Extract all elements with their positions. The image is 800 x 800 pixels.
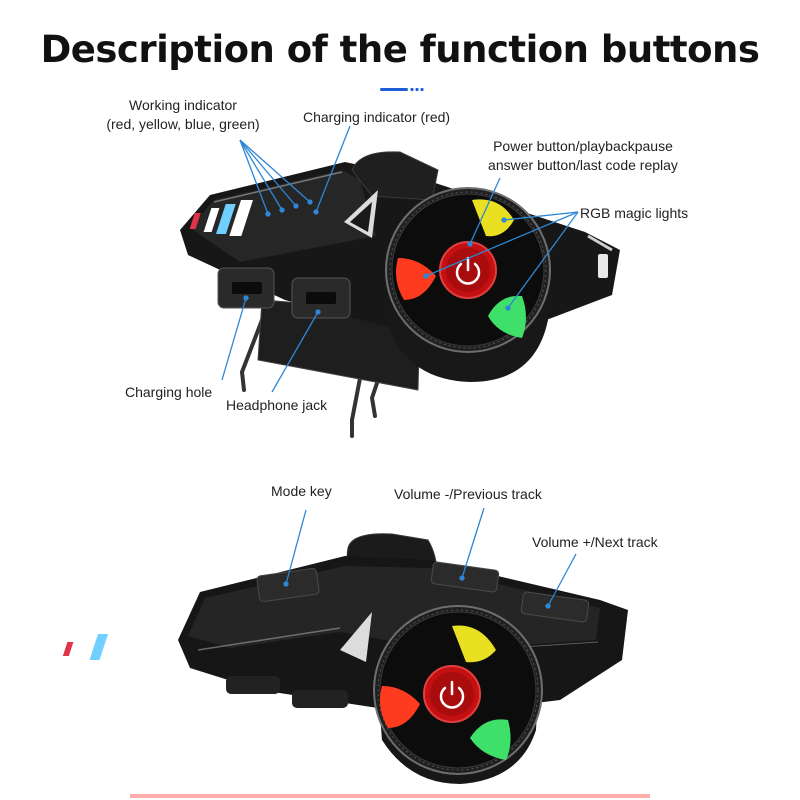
volume-plus-label: Volume +/Next track <box>532 534 658 550</box>
page-title: Description of the function buttons <box>40 28 760 71</box>
yellow-rgb-light <box>472 199 514 237</box>
mode-key-label: Mode key <box>271 483 332 499</box>
working-indicator-label-line1: Working indicator <box>129 97 237 113</box>
headphone-jack-label: Headphone jack <box>226 397 328 413</box>
device-bottom-view <box>62 533 650 798</box>
power-icon <box>439 241 497 299</box>
volume-minus-button <box>430 561 500 593</box>
volume-plus-button <box>520 591 590 623</box>
charging-hole-label: Charging hole <box>125 384 213 400</box>
red-rgb-light <box>396 258 436 300</box>
title-accent-divider <box>380 87 424 92</box>
working-indicator-label: Working indicator (red, yellow, blue, gr… <box>88 96 278 134</box>
power-button-label: Power button/playbackpause answer button… <box>468 137 698 175</box>
power-icon <box>423 665 481 723</box>
power-button-label-line1: Power button/playbackpause <box>493 138 673 154</box>
rgb-lights-label: RGB magic lights <box>580 205 689 221</box>
green-rgb-light <box>488 295 526 338</box>
device-top-view <box>180 151 620 438</box>
working-indicator-label-line2: (red, yellow, blue, green) <box>106 116 260 132</box>
top-callout-lines <box>221 125 579 393</box>
volume-minus-label: Volume -/Previous track <box>394 486 542 502</box>
bottom-callout-lines <box>283 507 577 609</box>
headphone-jack-port <box>291 277 351 319</box>
charging-indicator-label: Charging indicator (red) <box>303 109 451 125</box>
power-button-label-line2: answer button/last code replay <box>488 157 678 173</box>
charging-hole-port <box>217 267 275 309</box>
